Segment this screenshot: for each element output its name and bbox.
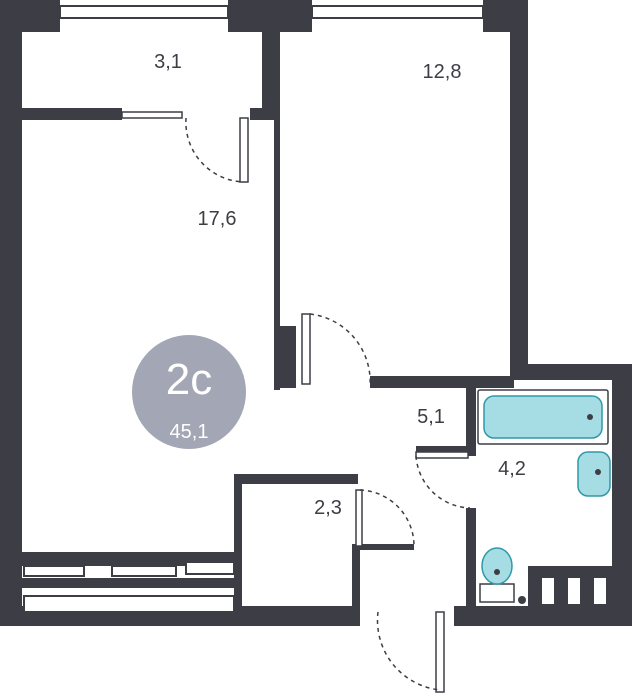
walls bbox=[0, 0, 632, 626]
bedroom-area: 12,8 bbox=[423, 61, 462, 83]
apartment-badge: 2с 45,1 bbox=[132, 335, 246, 449]
washbasin-icon bbox=[577, 451, 611, 497]
living-kitchen-area: 17,6 bbox=[198, 208, 237, 230]
windows bbox=[23, 5, 484, 613]
doors bbox=[121, 111, 471, 693]
drain-icon bbox=[518, 596, 526, 604]
apartment-type: 2с bbox=[166, 355, 212, 404]
shafts bbox=[96, 566, 606, 604]
bathtub-icon bbox=[477, 389, 609, 445]
storage-area: 2,3 bbox=[314, 497, 342, 519]
loggia-area: 3,1 bbox=[154, 51, 182, 73]
bathroom-area: 4,2 bbox=[498, 458, 526, 480]
hall-area: 5,1 bbox=[417, 406, 445, 428]
toilet-icon bbox=[479, 547, 515, 603]
apartment-total-area: 45,1 bbox=[170, 421, 209, 443]
